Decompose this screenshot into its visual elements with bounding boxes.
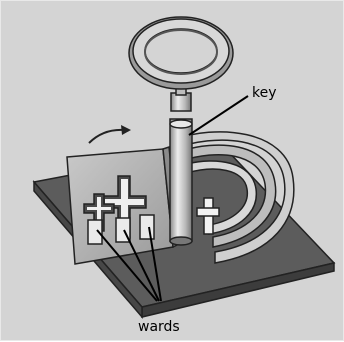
rotation-arrow-icon xyxy=(89,125,131,143)
ward-plate xyxy=(67,147,179,264)
wards-label: wards xyxy=(138,319,180,335)
key-label-group: key xyxy=(189,85,277,135)
ward-slot-right xyxy=(140,215,154,239)
key-label: key xyxy=(252,85,277,101)
